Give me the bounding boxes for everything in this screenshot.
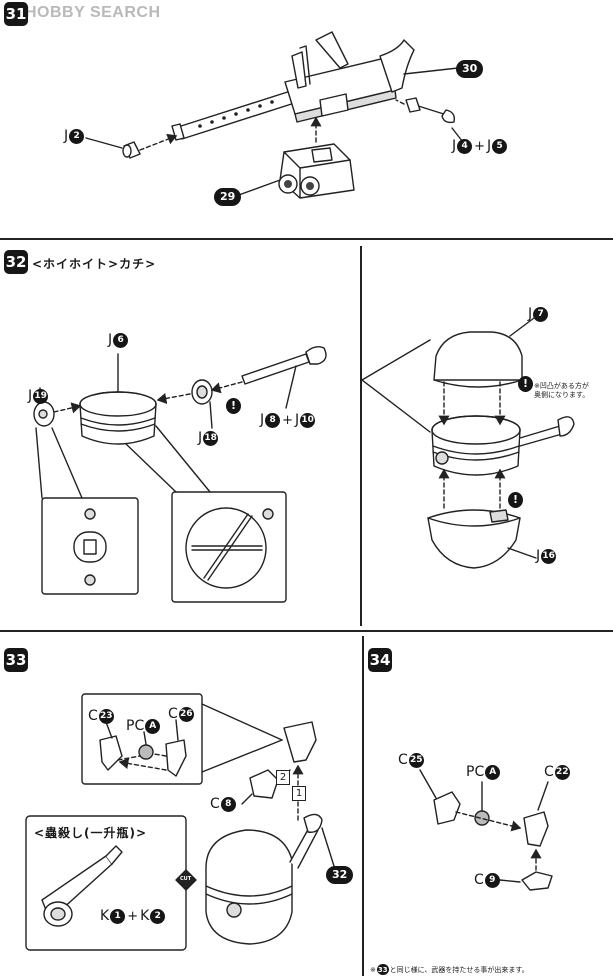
ref-29: 29 [214, 188, 242, 206]
order-tag-2: 2 [276, 770, 290, 785]
order-tag-1: 1 [292, 786, 306, 801]
caution-mark-j7: ! [518, 376, 534, 392]
part-number: 7 [533, 306, 549, 322]
step-number-31: 31 [4, 2, 28, 26]
part-prefix: C [398, 752, 408, 768]
step-number-33: 33 [4, 648, 28, 672]
part-prefix: PC [126, 718, 145, 734]
part-number: 8 [265, 412, 281, 428]
part-number: 26 [178, 706, 194, 722]
part-number: 16 [541, 548, 557, 564]
part-prefix: C [544, 764, 554, 780]
part-number: 1 [110, 908, 126, 924]
part-number: A [485, 764, 501, 780]
step32-title-note: <ホイホイト>カチ> [32, 257, 157, 271]
ref-30: 30 [456, 60, 484, 78]
part-prefix: K [100, 908, 110, 924]
hand-illustration [433, 791, 553, 891]
part-prefix: J [536, 548, 541, 564]
hand-weapon-illustration [25, 693, 323, 951]
part-prefix: J [260, 412, 265, 428]
part-number: 4 [457, 138, 473, 154]
ref-32: 32 [326, 866, 354, 884]
part-prefix: C [210, 796, 220, 812]
part-prefix: J [452, 138, 457, 154]
part-prefix: J [528, 306, 533, 322]
part-prefix: C [474, 872, 484, 888]
caution-mark-j16: ! [508, 492, 524, 508]
part-number: 10 [300, 412, 316, 428]
divider-middle [0, 630, 613, 632]
part-number: 18 [203, 430, 219, 446]
bottom-note: ※ 33 と同じ様に、武器を持たせる事が出来ます。 [370, 964, 529, 975]
part-prefix: C [88, 708, 98, 724]
watermark-text: HOBBY SEARCH [25, 4, 161, 21]
divider-step34 [362, 636, 364, 976]
part-number: 6 [113, 332, 129, 348]
gun-illustration [122, 31, 456, 199]
part-prefix: J [295, 412, 300, 428]
part-number: 23 [98, 708, 114, 724]
part-number: A [145, 718, 161, 734]
part-prefix: J [108, 332, 113, 348]
part-prefix: J [28, 388, 33, 404]
part-prefix: PC [466, 764, 485, 780]
note-step-ref: 33 [376, 964, 389, 975]
part-prefix: C [168, 706, 178, 722]
part-prefix: J [64, 128, 69, 144]
part-number: 22 [554, 764, 570, 780]
part-prefix: J [487, 138, 492, 154]
part-number: 2 [69, 128, 85, 144]
step-number-34: 34 [368, 648, 392, 672]
note-text: と同じ様に、武器を持たせる事が出来ます。 [389, 965, 529, 974]
cut-mark: CUT [180, 876, 192, 882]
part-number: 8 [220, 796, 236, 812]
option-title: <蟲殺し(一升瓶)> [34, 826, 148, 840]
part-prefix: J [198, 430, 203, 446]
part-number: 9 [484, 872, 500, 888]
part-number: 5 [492, 138, 508, 154]
cup-ring-illustration [33, 345, 327, 603]
part-number: 2 [150, 908, 166, 924]
part-number: 25 [408, 752, 424, 768]
divider-top [0, 238, 613, 240]
orientation-note: ※凹凸がある方が 奥側になります。 [534, 382, 590, 399]
caution-mark-j18: ! [226, 398, 242, 414]
note-mark: ※ [370, 965, 376, 974]
cup-assembly-illustration [427, 331, 575, 569]
step-number-32: 32 [4, 250, 28, 274]
part-number: 19 [33, 388, 49, 404]
divider-step32 [360, 246, 362, 626]
part-prefix: K [140, 908, 150, 924]
